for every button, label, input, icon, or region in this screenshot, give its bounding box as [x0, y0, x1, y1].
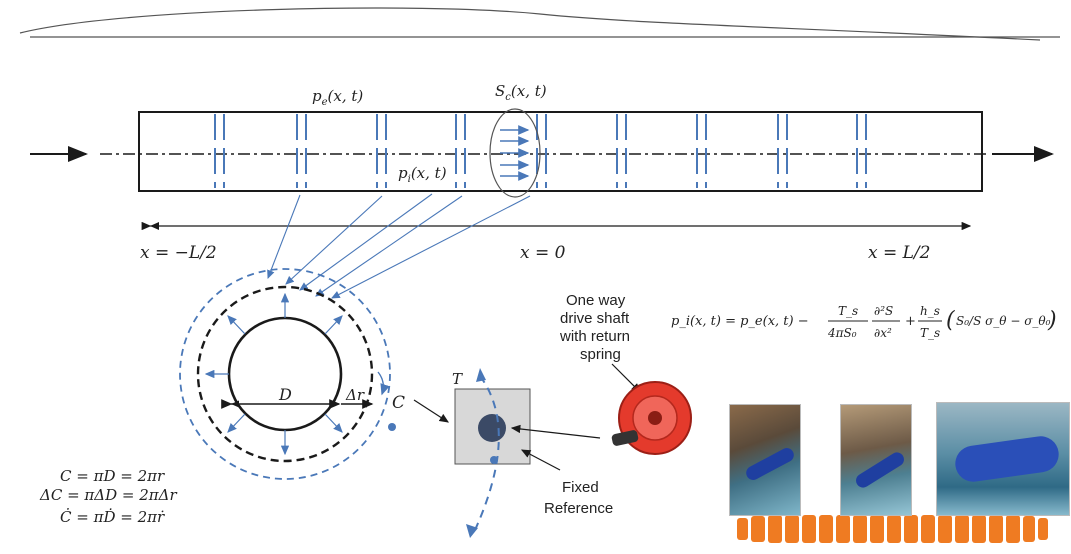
- shaft-label-2: drive shaft: [560, 310, 630, 327]
- x-right-label: x = L/2: [868, 243, 930, 263]
- photo-tank-1: [729, 404, 801, 516]
- svg-text:h_s: h_s: [920, 304, 940, 318]
- radial-expansion-arrows: [204, 292, 343, 456]
- x-left-label: x = −L/2: [140, 243, 217, 263]
- circumference-dot: [388, 423, 396, 431]
- leader-lines: [267, 193, 531, 299]
- photo-tank-3: [936, 402, 1070, 516]
- middle-dashed-circle: [196, 285, 374, 463]
- circumference-arrow: [377, 371, 390, 396]
- fixed-label-2: Reference: [544, 500, 613, 517]
- torque-dot: [490, 456, 498, 464]
- circumference-label: C: [392, 393, 405, 413]
- inner-solid-circle: [227, 316, 343, 432]
- torque-label: T: [452, 370, 463, 388]
- main-equation: p_i(x, t) = p_e(x, t) − T_s 4πS₀ ∂²S ∂x²…: [671, 304, 1057, 340]
- eq-c-line3: Ċ = πḊ = 2πṙ: [60, 508, 165, 526]
- shaft-label-3: with return: [559, 328, 630, 345]
- eq-c-line2: ΔC = πΔD = 2πΔr: [39, 486, 177, 504]
- diameter-label: D: [278, 385, 292, 404]
- svg-text:p_i(x, t) = p_e(x, t) −: p_i(x, t) = p_e(x, t) −: [671, 314, 809, 329]
- tube-body: [138, 111, 983, 192]
- torque-arc: [474, 375, 500, 531]
- starter-to-dot-arrow: [510, 424, 601, 439]
- segmented-tube-illustration: [737, 515, 1048, 543]
- cross-section-flow-arrows: [500, 125, 530, 181]
- svg-text:T_s: T_s: [920, 326, 940, 340]
- c-to-box-arrow: [413, 399, 450, 423]
- shaft-label-4: spring: [580, 346, 621, 363]
- fixed-label-1: Fixed: [562, 479, 599, 496]
- svg-text:T_s: T_s: [838, 304, 858, 318]
- shaft-dot: [478, 414, 506, 442]
- shaft-label-1: One way: [566, 292, 626, 309]
- section-markers: [214, 114, 867, 188]
- svg-text:+: +: [905, 314, 916, 329]
- photo-tank-2: [840, 404, 912, 516]
- sc-label: Sc(x, t): [495, 82, 547, 103]
- svg-text:∂x²: ∂x²: [874, 326, 892, 340]
- cross-section-ellipse: [489, 108, 541, 198]
- delta-r-label: Δr: [345, 386, 365, 404]
- svg-text:): ): [1047, 308, 1057, 333]
- x-mid-label: x = 0: [520, 243, 566, 263]
- pe-label: pe(x, t): [312, 87, 363, 108]
- outer-dashed-circle-blue: [179, 268, 391, 480]
- svg-text:S₀/S σ_θ − σ_θ₀: S₀/S σ_θ − σ_θ₀: [956, 314, 1051, 328]
- fixed-ref-arrow: [520, 449, 561, 471]
- pi-label: pi(x, t): [398, 164, 447, 185]
- svg-text:∂²S: ∂²S: [874, 304, 893, 318]
- decorative-swoosh: [19, 7, 1041, 41]
- eq-c-line1: C = πD = 2πr: [60, 467, 165, 485]
- svg-text:4πS₀: 4πS₀: [827, 326, 857, 340]
- svg-text:(: (: [946, 308, 955, 333]
- recoil-starter-icon: [611, 381, 692, 455]
